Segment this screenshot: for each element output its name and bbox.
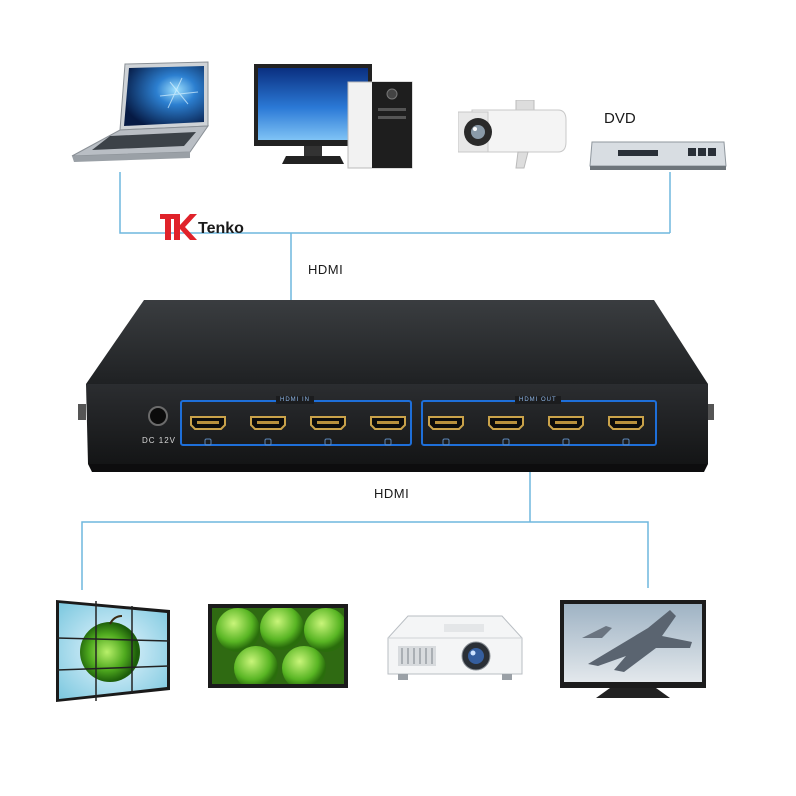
power-jack [148,406,168,426]
hdmi-ports [180,400,660,450]
projector-icon [384,610,526,692]
hdmi-in-port [371,417,405,445]
monitor-icon [208,604,348,688]
security-camera-icon [458,100,568,170]
dvd-player-icon [588,140,728,172]
hdmi-out-port [609,417,643,445]
hdmi-in-port [311,417,345,445]
laptop-icon [70,58,212,170]
hdmi-out-port [489,417,523,445]
hdmi-out-port [429,417,463,445]
hdmi-matrix-device [74,296,724,480]
brand-logo: Tenko [158,210,258,244]
hdmi-input-label: HDMI [308,262,343,277]
power-label: DC 12V [142,436,176,445]
tv-icon [558,598,708,700]
dvd-label: DVD [604,110,636,127]
hdmi-in-port [191,417,225,445]
hdmi-out-port [549,417,583,445]
hdmi-in-port [251,417,285,445]
tenko-logo-mark [158,210,198,244]
desktop-computer-icon [252,62,420,170]
video-wall-icon [52,594,174,704]
hdmi-output-label: HDMI [374,486,409,501]
brand-name: Tenko [198,220,244,238]
